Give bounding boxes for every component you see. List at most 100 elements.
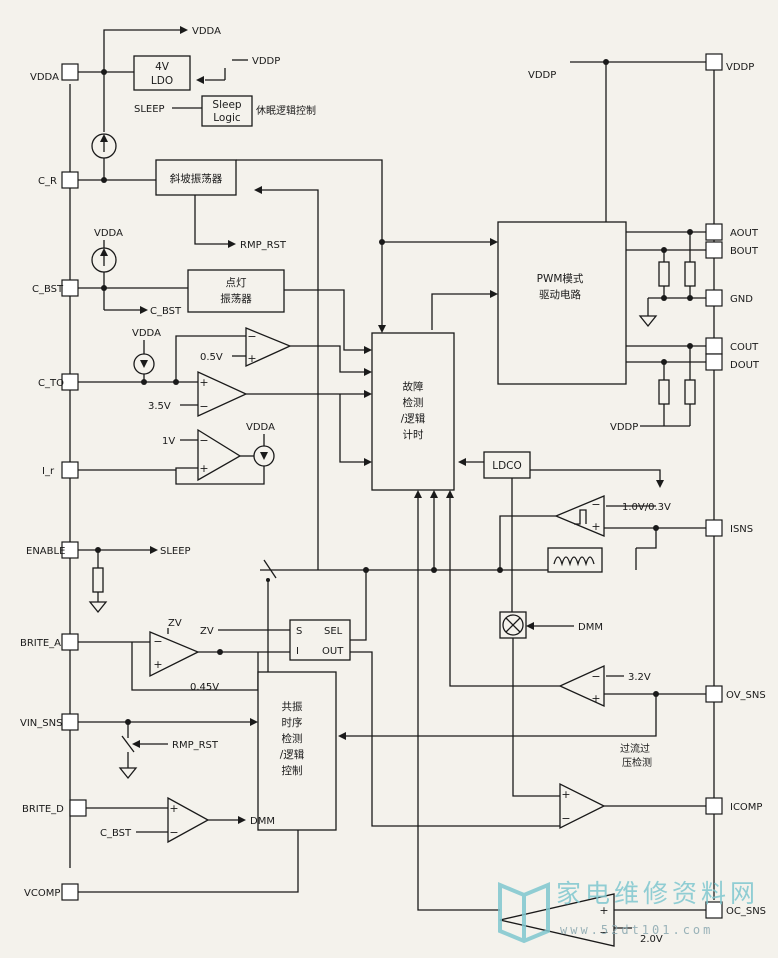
fault-label-4: 计时 [403, 428, 424, 441]
pin-isns: ISNS [730, 524, 753, 535]
label-dmm-out: DMM [250, 816, 275, 827]
label-vddp-ldo: VDDP [252, 56, 280, 67]
pin-brite-d: BRITE_D [22, 804, 64, 815]
res-label-4: /逻辑 [280, 748, 305, 761]
label-ocov-1: 过流过 [620, 742, 650, 755]
svg-text:−: − [247, 330, 256, 343]
pin-i-r: I_r [42, 466, 55, 477]
pin-enable: ENABLE [26, 546, 65, 557]
fault-label-1: 故障 [403, 380, 424, 393]
svg-text:+: + [591, 520, 600, 533]
fault-label-3: /逻辑 [401, 412, 426, 425]
pin-icomp: ICOMP [730, 802, 762, 813]
res-label-3: 检测 [282, 732, 303, 745]
pin-oc-sns: OC_SNS [726, 906, 766, 917]
ramp-oscillator-block [155, 159, 237, 196]
sleep-logic-label-2: Logic [213, 112, 241, 124]
svg-text:+: + [169, 802, 178, 815]
label-sleep-in: SLEEP [134, 104, 165, 115]
svg-text:+: + [561, 788, 570, 801]
pin-vdda: VDDA [30, 72, 59, 83]
fault-label-2: 检测 [403, 396, 424, 409]
pin-cout: COUT [730, 342, 759, 353]
pin-dout: DOUT [730, 360, 760, 371]
label-dmm-in: DMM [578, 622, 603, 633]
pin-bout: BOUT [730, 246, 759, 257]
svg-text:+: + [591, 692, 600, 705]
pin-c-r: C_R [38, 176, 57, 187]
svg-text:−: − [599, 926, 608, 939]
sleep-logic-block [201, 95, 253, 127]
label-vdda-cbst: VDDA [94, 228, 123, 239]
watermark-url: www.52dt101.com [560, 923, 713, 937]
res-label-2: 时序 [282, 716, 303, 729]
svg-text:−: − [591, 670, 600, 683]
svg-text:+: + [599, 904, 608, 917]
pwm-label-2: 驱动电路 [539, 288, 581, 301]
pin-vddp: VDDP [726, 62, 754, 73]
ldco-label: LDCO [492, 460, 522, 472]
pin-brite-a: BRITE_A [20, 638, 61, 649]
svg-text:+: + [199, 462, 208, 475]
ldo-label-2: LDO [151, 75, 173, 87]
label-045v: 0.45V [190, 682, 219, 693]
label-20v: 2.0V [640, 934, 663, 945]
res-label-1: 共振 [282, 700, 303, 713]
svg-text:−: − [591, 498, 600, 511]
strike-osc-label-1: 点灯 [226, 277, 247, 289]
pin-vcomp: VCOMP [24, 888, 60, 899]
pin-aout: AOUT [730, 228, 759, 239]
svg-text:−: − [153, 635, 162, 648]
svg-text:−: − [169, 826, 178, 839]
label-vdda-cto: VDDA [132, 328, 161, 339]
ramp-osc-label: 斜坡振荡器 [170, 172, 223, 185]
sleep-logic-label-1: Sleep [212, 99, 242, 111]
pin-c-to: C_TO [38, 378, 64, 389]
label-rmp-rst: RMP_RST [240, 240, 287, 251]
pin-gnd: GND [730, 294, 753, 305]
label-c-bst2: C_BST [100, 828, 132, 839]
pwm-driver-block [497, 221, 627, 385]
sel-i: I [296, 646, 299, 657]
sel-sel: SEL [324, 626, 343, 637]
strike-oscillator-block [187, 269, 285, 313]
label-ocov-2: 压检测 [622, 756, 652, 769]
label-vdda-ir: VDDA [246, 422, 275, 433]
label-05v: 0.5V [200, 352, 223, 363]
label-1v: 1V [162, 436, 175, 447]
svg-text:−: − [199, 434, 208, 447]
label-sleep-out: SLEEP [160, 546, 191, 557]
label-vdda-top: VDDA [192, 26, 221, 37]
watermark-cn: 家电维修资料网 [556, 879, 759, 908]
label-rmp-rst2: RMP_RST [172, 740, 219, 751]
ldo-label-1: 4V [155, 61, 170, 73]
resonant-logic-block [257, 671, 337, 831]
pwm-label-1: PWM模式 [537, 272, 584, 285]
sel-s: S [296, 626, 302, 637]
pin-vin-sns: VIN_SNS [20, 718, 62, 729]
svg-text:+: + [199, 376, 208, 389]
label-35v: 3.5V [148, 401, 171, 412]
sel-out: OUT [322, 646, 344, 657]
label-zv2: ZV [200, 626, 214, 637]
label-c-bst-out: C_BST [150, 306, 182, 317]
sleep-logic-desc: 休眠逻辑控制 [256, 104, 316, 117]
fault-logic-block [371, 332, 455, 491]
svg-text:+: + [247, 352, 256, 365]
label-vddp-bottom: VDDP [610, 422, 638, 433]
svg-text:−: − [199, 400, 208, 413]
svg-text:+: + [153, 658, 162, 671]
pin-ov-sns: OV_SNS [726, 690, 766, 701]
res-label-5: 控制 [282, 764, 303, 777]
sel-block [289, 619, 351, 661]
ldo-block [133, 55, 191, 91]
svg-text:−: − [561, 812, 570, 825]
label-vddp-left: VDDP [528, 70, 556, 81]
pin-c-bst: C_BST [32, 284, 64, 295]
ldco-block [483, 451, 531, 479]
label-zv1: ZV [168, 618, 182, 629]
label-10v-03v: 1.0V/0.3V [622, 502, 671, 513]
label-32v: 3.2V [628, 672, 651, 683]
strike-osc-label-2: 振荡器 [220, 292, 252, 305]
